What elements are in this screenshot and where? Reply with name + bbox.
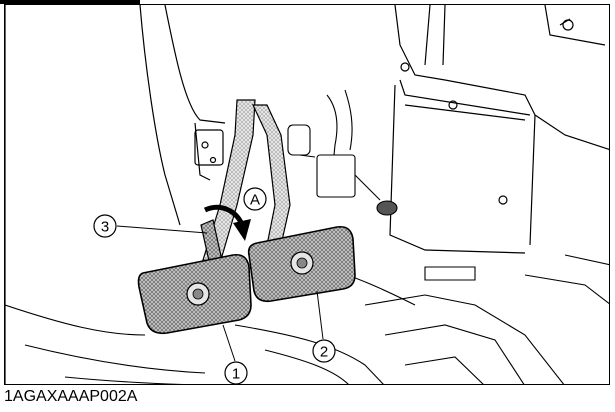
callout-A: A: [243, 187, 267, 211]
pedal-illustration: 3 A 1 2: [5, 5, 609, 384]
callout-3-label: 3: [101, 219, 109, 236]
wire-harness: [287, 89, 398, 216]
callout-3: 3: [93, 214, 117, 238]
callout-2: 2: [312, 339, 336, 363]
pedal-pad-1: [137, 253, 252, 335]
figure-code: 1AGAXAAAP002A: [4, 388, 138, 405]
callout-A-label: A: [250, 192, 260, 209]
direction-arrow: [203, 204, 251, 241]
header-fragment: [0, 0, 140, 4]
steering-column-housing: [389, 5, 609, 254]
cab-left-panel: [5, 5, 226, 384]
callout-1: 1: [224, 361, 248, 384]
pedal-pad-2: [247, 225, 356, 303]
callout-2-label: 2: [320, 344, 328, 361]
figure-frame: 3 A 1 2: [4, 4, 610, 385]
callout-1-label: 1: [232, 366, 240, 383]
leader-lines: [116, 225, 324, 362]
